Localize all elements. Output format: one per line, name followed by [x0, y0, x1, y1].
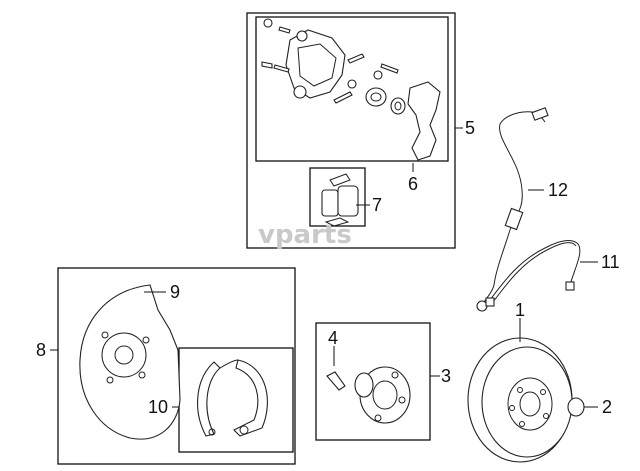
callout-8: 8: [36, 340, 46, 360]
callout-9: 9: [170, 282, 180, 302]
callout-2: 2: [602, 397, 612, 417]
caliper-housing: [285, 29, 346, 99]
callout-7: 7: [372, 195, 382, 215]
callout-10: 10: [148, 397, 168, 417]
callout-4: 4: [328, 328, 338, 348]
callout-5: 5: [465, 118, 475, 138]
hub-cap: [567, 397, 585, 417]
watermark-logo: vparts: [258, 220, 352, 250]
caliper-bolts: [261, 18, 399, 104]
backing-plate: [79, 284, 181, 440]
callout-3: 3: [441, 366, 451, 386]
backing-plate-box: [57, 267, 296, 465]
callout-11: 11: [601, 252, 620, 272]
caliper-bracket: [407, 81, 441, 161]
brake-hose: [485, 240, 581, 307]
pad-kit-box: [309, 167, 366, 227]
brake-rotor: [467, 337, 573, 463]
hub-box: [315, 322, 431, 441]
piston-seal-parts: [365, 87, 406, 115]
callout-6: 6: [408, 174, 418, 194]
callout-1: 1: [515, 300, 525, 320]
caliper-kit-box: [255, 16, 449, 162]
hub-bearing: [354, 366, 411, 424]
callout-12: 12: [548, 180, 568, 200]
brake-shoe-box: [178, 347, 294, 453]
brake-pads: [321, 173, 359, 227]
caliper-assembly-box: [246, 12, 456, 249]
brake-shoes: [197, 359, 268, 437]
wheel-bolt: [326, 371, 346, 391]
abs-sensor: [476, 107, 549, 312]
